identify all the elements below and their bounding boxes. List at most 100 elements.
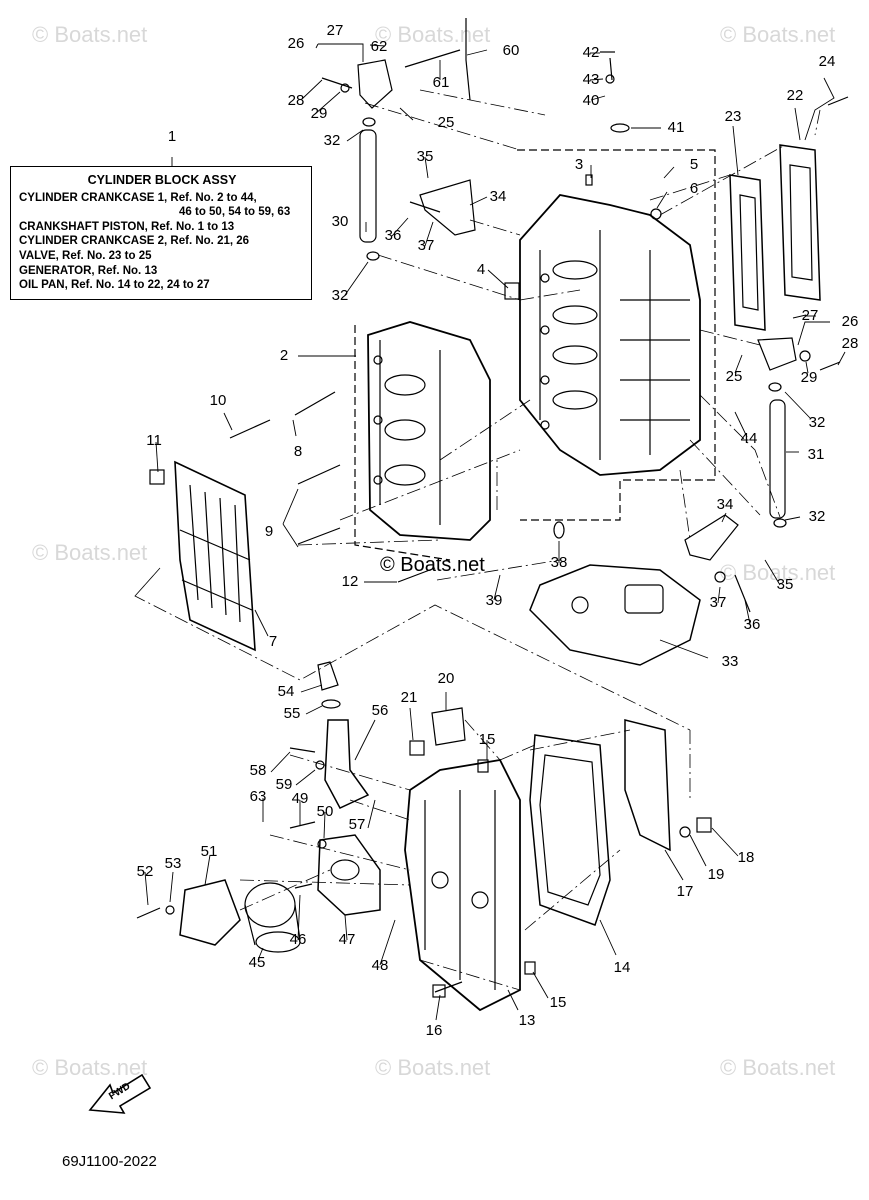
sensor-drawing [465, 18, 471, 101]
callout-11: 11 [146, 432, 162, 449]
washer-icon [679, 826, 691, 838]
bracket-drawing [419, 179, 476, 236]
callout-1: 1 [167, 128, 177, 145]
callout-14: 14 [613, 959, 631, 976]
callout-6: 6 [689, 180, 699, 197]
forward-arrow-icon [88, 1073, 152, 1114]
oil-pan-drawing [404, 759, 521, 1012]
dowel-pin-icon [504, 282, 520, 300]
callout-4: 4 [476, 261, 486, 278]
callout-18: 18 [737, 849, 755, 866]
oil-filter-drawing [244, 882, 301, 953]
callout-26: 26 [287, 35, 305, 52]
callout-30: 30 [331, 213, 349, 230]
bolt-head-icon [432, 984, 446, 998]
assembly-legend: CYLINDER BLOCK ASSY CYLINDER CRANKCASE 1… [10, 166, 312, 300]
callout-52: 52 [136, 863, 154, 880]
callout-51: 51 [200, 843, 218, 860]
callout-25: 25 [437, 114, 455, 131]
bolt-head-icon [149, 469, 165, 485]
side-cover-drawing [174, 460, 256, 652]
callout-42: 42 [582, 44, 600, 61]
washer-icon [315, 760, 325, 770]
washer-icon [605, 74, 615, 84]
o-ring-icon [768, 382, 782, 392]
callout-31: 31 [807, 446, 825, 463]
diagram-code: 69J1100-2022 [62, 1153, 157, 1170]
callout-8: 8 [293, 443, 303, 460]
callout-50: 50 [316, 803, 334, 820]
callout-32d: 32 [808, 508, 826, 525]
callout-10: 10 [209, 392, 227, 409]
callout-40: 40 [582, 92, 600, 109]
callout-24: 24 [818, 53, 836, 70]
callout-15: 15 [478, 731, 496, 748]
callout-2: 2 [279, 347, 289, 364]
callout-35b: 35 [776, 576, 794, 593]
callout-63: 63 [249, 788, 267, 805]
crankcase-drawing [367, 321, 491, 541]
callout-28: 28 [287, 92, 305, 109]
callout-19: 19 [707, 866, 725, 883]
washer-icon [340, 83, 350, 93]
o-ring-icon [553, 521, 565, 539]
callout-9: 9 [264, 523, 274, 540]
callout-60: 60 [502, 42, 520, 59]
callout-54: 54 [277, 683, 295, 700]
callout-13: 13 [518, 1012, 536, 1029]
assembly-outline [517, 149, 716, 521]
cover-plate-drawing [624, 719, 671, 852]
callout-25b: 25 [725, 368, 743, 385]
o-ring-icon [366, 251, 380, 261]
bolt-head-icon [409, 740, 425, 756]
callout-7: 7 [268, 633, 278, 650]
callout-27b: 27 [801, 307, 819, 324]
gasket-drawing [529, 734, 611, 926]
washer-icon [165, 905, 175, 915]
callout-34b: 34 [716, 496, 734, 513]
callout-17: 17 [676, 883, 694, 900]
callout-12: 12 [341, 573, 359, 590]
callout-35: 35 [416, 148, 434, 165]
callout-34: 34 [489, 188, 507, 205]
legend-title: CYLINDER BLOCK ASSY [87, 173, 237, 187]
cylinder-block-drawing [519, 194, 701, 476]
callout-49: 49 [291, 790, 309, 807]
callout-29: 29 [310, 105, 328, 122]
washer-icon [799, 350, 811, 362]
dowel-pin-icon [477, 759, 489, 773]
callout-26b: 26 [841, 313, 859, 330]
callout-36: 36 [384, 227, 402, 244]
callout-43: 43 [582, 71, 600, 88]
o-ring-icon [362, 117, 376, 127]
callout-20: 20 [437, 670, 455, 687]
dowel-pin-icon [585, 174, 593, 186]
legend-line: CRANKSHAFT PISTON, Ref. No. 1 to 13 [19, 220, 235, 233]
callout-55: 55 [283, 705, 301, 722]
callout-47: 47 [338, 931, 356, 948]
center-watermark: © Boats.net [380, 554, 485, 576]
callout-41: 41 [667, 119, 685, 136]
washer-icon [650, 208, 662, 220]
valve-cover-drawing [729, 144, 821, 331]
o-ring-icon [321, 699, 341, 709]
callout-29b: 29 [800, 369, 818, 386]
bracket-drawing [431, 707, 466, 746]
callout-22: 22 [786, 87, 804, 104]
dowel-pin-icon [524, 961, 536, 975]
callout-16: 16 [425, 1022, 443, 1039]
callout-46: 46 [289, 931, 307, 948]
oil-filler-drawing [324, 719, 370, 809]
thermostat-cover-drawing [757, 337, 797, 371]
legend-line: GENERATOR, Ref. No. 13 [19, 264, 158, 277]
bolt-head-icon [696, 817, 712, 833]
callout-62: 62 [370, 38, 388, 55]
filter-cover-drawing [179, 879, 241, 946]
callout-48: 48 [371, 957, 389, 974]
callout-23: 23 [724, 108, 742, 125]
callout-27: 27 [326, 22, 344, 39]
legend-line: CYLINDER CRANKCASE 1, Ref. No. 2 to 44, [19, 191, 257, 204]
tube-drawing [769, 399, 786, 519]
filter-housing-drawing [317, 834, 381, 916]
